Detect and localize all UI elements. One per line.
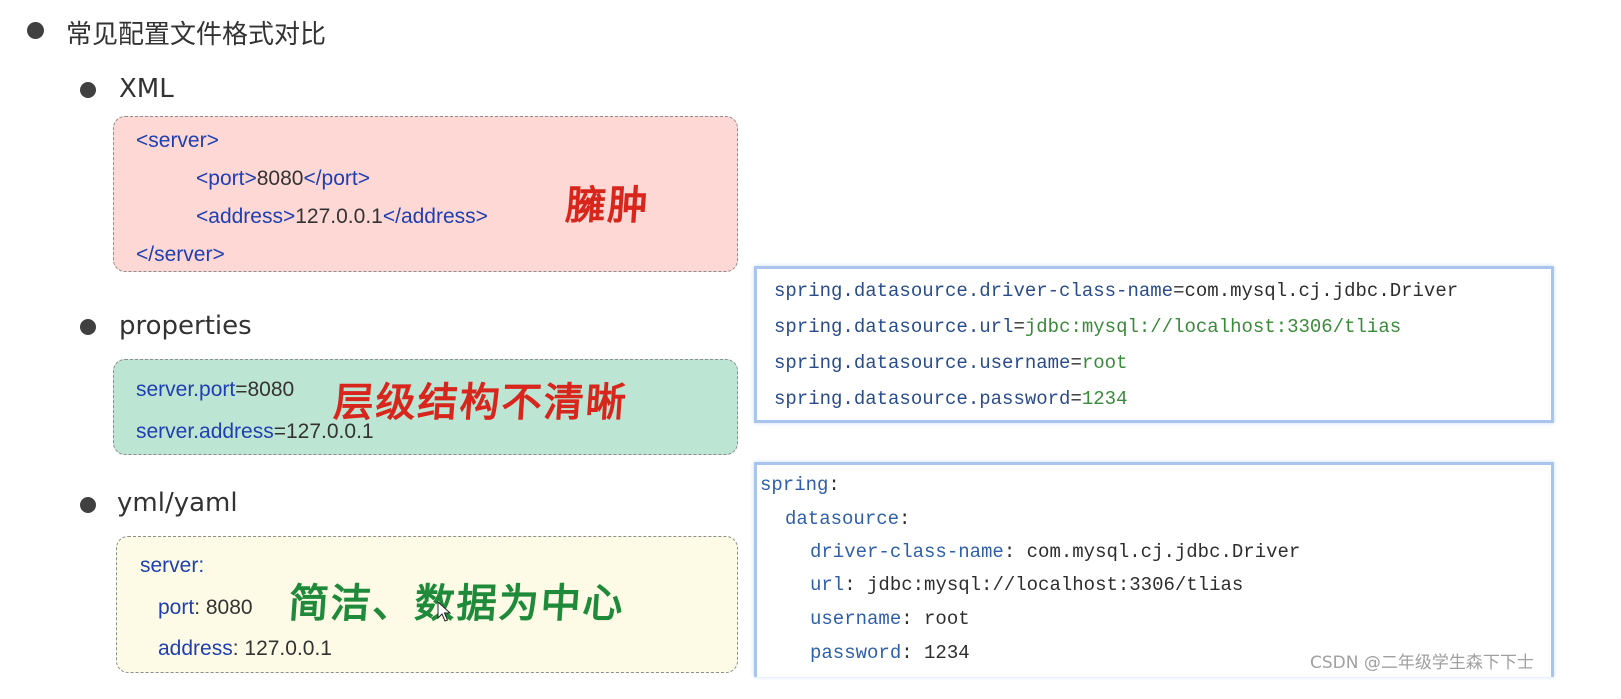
properties-example-line-1: spring.datasource.driver-class-name=com.… — [774, 280, 1459, 302]
xml-line-server-close: </server> — [136, 243, 225, 266]
properties-example-line-3: spring.datasource.username=root — [774, 352, 1128, 374]
page-title: 常见配置文件格式对比 — [66, 20, 327, 50]
properties-line-port: server.port=8080 — [136, 378, 295, 401]
xml-title: XML — [119, 74, 174, 104]
yaml-example-spring: spring: — [760, 474, 840, 496]
properties-title: properties — [119, 311, 252, 341]
mouse-pointer-icon — [437, 601, 451, 622]
yaml-example-url: url: jdbc:mysql://localhost:3306/tlias — [810, 574, 1244, 596]
properties-example-line-4: spring.datasource.password=1234 — [774, 388, 1128, 410]
properties-code-box: server.port=8080 server.address=127.0.0.… — [113, 359, 738, 455]
main-bullet — [27, 22, 44, 39]
xml-line-server-open: <server> — [136, 129, 219, 152]
yaml-code-box: server: port: 8080 address: 127.0.0.1 简洁… — [116, 536, 738, 673]
xml-bullet — [80, 82, 96, 98]
yaml-note: 简洁、数据为中心 — [287, 581, 627, 627]
yaml-line-port: port: 8080 — [158, 596, 253, 619]
csdn-watermark: CSDN @二年级学生森下下士 — [1310, 653, 1534, 673]
properties-example-box: spring.datasource.driver-class-name=com.… — [754, 266, 1554, 423]
xml-line-port: <port>8080</port> — [196, 167, 370, 190]
yaml-example-datasource: datasource: — [785, 508, 911, 530]
yaml-example-password: password: 1234 — [810, 642, 970, 664]
yaml-line-server: server: — [140, 554, 205, 577]
yaml-example-driver: driver-class-name: com.mysql.cj.jdbc.Dri… — [810, 541, 1301, 563]
yaml-example-username: username: root — [810, 608, 970, 630]
properties-note: 层级结构不清晰 — [332, 380, 630, 426]
properties-bullet — [80, 319, 96, 335]
properties-line-address: server.address=127.0.0.1 — [136, 420, 374, 443]
xml-note: 臃肿 — [564, 183, 652, 229]
yaml-bullet — [80, 497, 96, 513]
properties-example-line-2: spring.datasource.url=jdbc:mysql://local… — [774, 316, 1402, 338]
yaml-example-box: spring: datasource: driver-class-name: c… — [754, 462, 1554, 677]
yaml-title: yml/yaml — [117, 488, 238, 518]
xml-code-box: <server> <port>8080</port> <address>127.… — [113, 116, 738, 272]
yaml-line-address: address: 127.0.0.1 — [158, 637, 332, 660]
xml-line-address: <address>127.0.0.1</address> — [196, 205, 488, 228]
